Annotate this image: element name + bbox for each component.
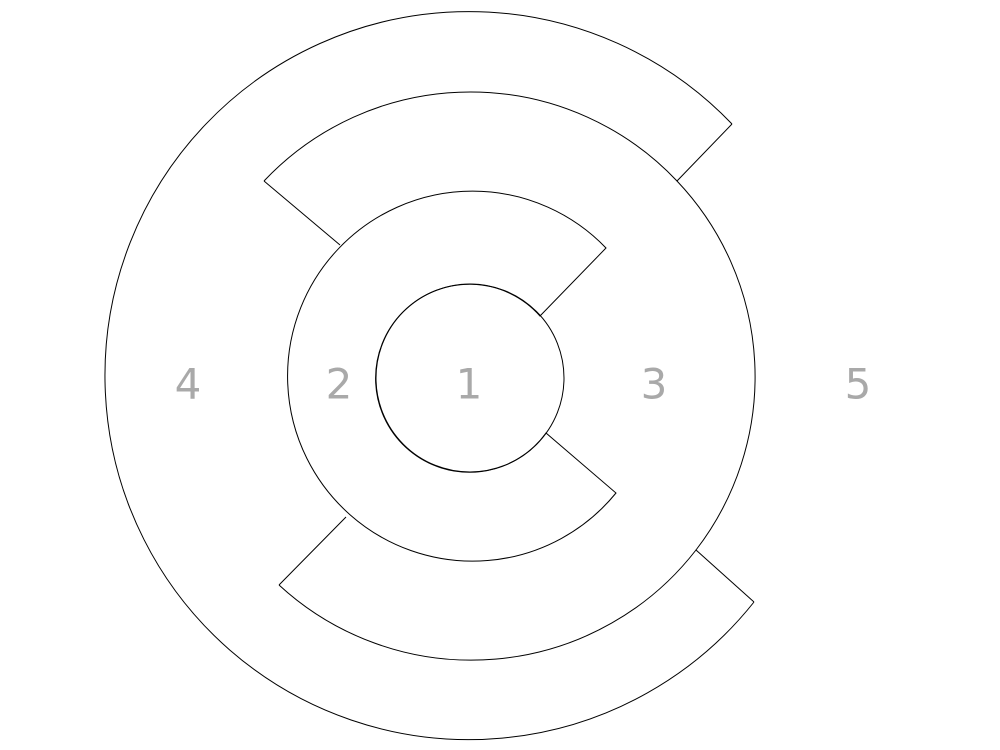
region-label-1: 1 <box>456 360 483 409</box>
outer-ring <box>263 91 755 661</box>
big-arc <box>104 11 755 741</box>
middle-ring <box>287 190 617 562</box>
region-label-5: 5 <box>845 360 872 409</box>
region-label-4: 4 <box>175 360 202 409</box>
region-label-3: 3 <box>641 360 668 409</box>
region-label-2: 2 <box>326 360 353 409</box>
right-arc <box>676 180 756 551</box>
